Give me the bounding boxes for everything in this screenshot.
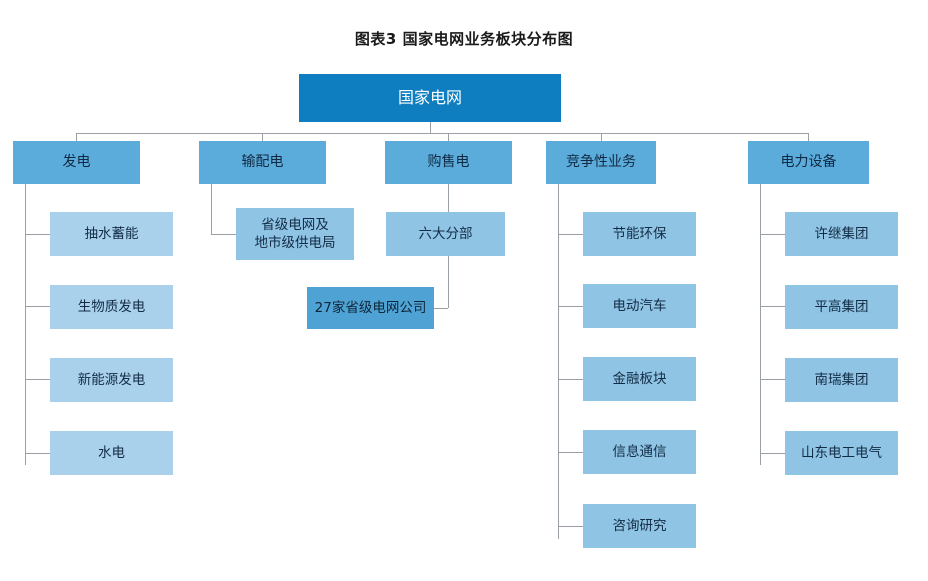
node-information-communication[interactable]: 信息通信 xyxy=(583,430,696,474)
connector-stub-b1c1 xyxy=(25,234,50,235)
connector-stub-b5c3 xyxy=(760,379,785,380)
node-xuji-group[interactable]: 许继集团 xyxy=(785,212,898,256)
connector-stub-b4c2 xyxy=(558,306,583,307)
node-energy-saving-environmental[interactable]: 节能环保 xyxy=(583,212,696,256)
connector-spine-branch-5 xyxy=(760,184,761,465)
connector-drop-branch-3 xyxy=(448,133,449,141)
connector-stub-b1c2 xyxy=(25,306,50,307)
connector-stub-b5c2 xyxy=(760,306,785,307)
node-branch-competitive-business[interactable]: 竞争性业务 xyxy=(546,141,656,184)
connector-drop-branch-2 xyxy=(262,133,263,141)
node-consulting-research[interactable]: 咨询研究 xyxy=(583,504,696,548)
node-electric-vehicles[interactable]: 电动汽车 xyxy=(583,284,696,328)
node-branch-generation[interactable]: 发电 xyxy=(13,141,140,184)
connector-drop-branch-1 xyxy=(76,133,77,141)
page-title: 图表3 国家电网业务板块分布图 xyxy=(354,30,574,48)
node-nari-group[interactable]: 南瑞集团 xyxy=(785,358,898,402)
connector-stub-b3c2 xyxy=(434,308,448,309)
connector-stub-b2c1 xyxy=(211,234,236,235)
connector-drop-branch-4 xyxy=(601,133,602,141)
node-financial-sector[interactable]: 金融板块 xyxy=(583,357,696,401)
node-branch-transmission-distribution[interactable]: 输配电 xyxy=(199,141,326,184)
connector-spine-b3c2 xyxy=(448,256,449,308)
node-pumped-storage[interactable]: 抽水蓄能 xyxy=(50,212,173,256)
node-27-provincial-grid-companies[interactable]: 27家省级电网公司 xyxy=(307,287,434,329)
connector-spine-branch-2 xyxy=(211,184,212,235)
node-provincial-and-municipal-grid[interactable]: 省级电网及 地市级供电局 xyxy=(236,208,354,260)
node-biomass-power[interactable]: 生物质发电 xyxy=(50,285,173,329)
connector-stub-b4c1 xyxy=(558,234,583,235)
connector-stub-b1c4 xyxy=(25,453,50,454)
connector-stub-b1c3 xyxy=(25,379,50,380)
connector-stub-b4c5 xyxy=(558,526,583,527)
node-pinggao-group[interactable]: 平高集团 xyxy=(785,285,898,329)
node-root-state-grid[interactable]: 国家电网 xyxy=(299,74,561,122)
connector-root-stem xyxy=(430,122,431,133)
node-branch-power-trading[interactable]: 购售电 xyxy=(385,141,512,184)
node-hydropower[interactable]: 水电 xyxy=(50,431,173,475)
connector-stub-b4c4 xyxy=(558,452,583,453)
connector-stub-b4c3 xyxy=(558,379,583,380)
connector-spine-branch-4 xyxy=(558,184,559,539)
connector-stub-b5c4 xyxy=(760,453,785,454)
node-six-regional-branches[interactable]: 六大分部 xyxy=(386,212,505,256)
node-new-energy-power[interactable]: 新能源发电 xyxy=(50,358,173,402)
connector-drop-branch-5 xyxy=(808,133,809,141)
connector-spine-branch-1 xyxy=(25,184,26,465)
connector-level2-bus xyxy=(76,133,808,134)
node-shandong-electrical-engineering[interactable]: 山东电工电气 xyxy=(785,431,898,475)
connector-stub-b5c1 xyxy=(760,234,785,235)
node-branch-power-equipment[interactable]: 电力设备 xyxy=(748,141,869,184)
connector-stem-b3c1 xyxy=(448,184,449,212)
